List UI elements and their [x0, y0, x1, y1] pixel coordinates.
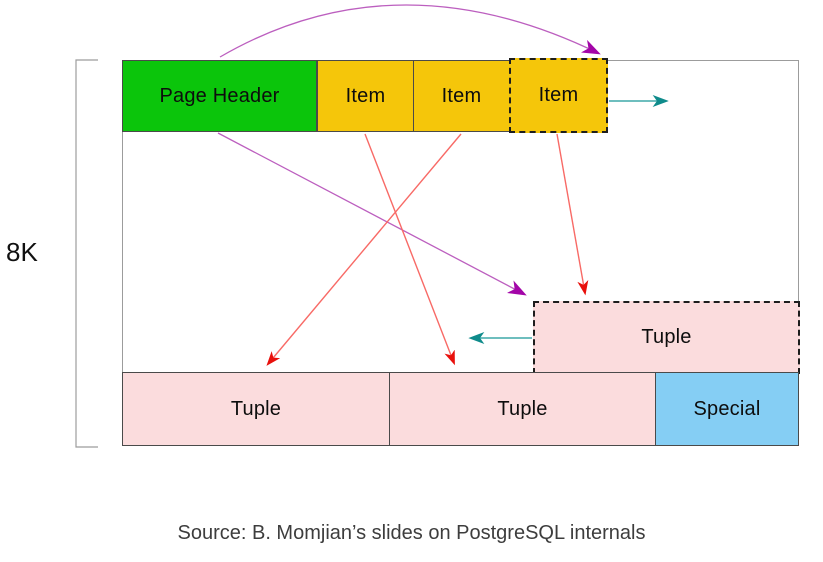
page-header-label: Page Header: [159, 84, 280, 107]
tuple-box-2: Tuple: [389, 372, 656, 446]
tuple-box-1: Tuple: [122, 372, 390, 446]
special-box: Special: [655, 372, 799, 446]
size-bracket: [75, 59, 98, 448]
item-label: Item: [345, 84, 386, 107]
source-caption: Source: B. Momjian’s slides on PostgreSQ…: [177, 522, 646, 544]
arrow-header-to-item3: [219, 4, 601, 58]
page-header-box: Page Header: [122, 60, 317, 132]
page-size-label: 8K: [6, 237, 38, 267]
tuple-label: Tuple: [641, 326, 692, 348]
tuple-label: Tuple: [497, 397, 548, 420]
item-label: Item: [441, 84, 482, 107]
item-box-1: Item: [317, 60, 414, 132]
tuple-label: Tuple: [230, 397, 282, 420]
special-label: Special: [693, 397, 761, 420]
item-box-2: Item: [413, 60, 510, 132]
item-label: Item: [538, 84, 579, 106]
tuple-box-free-dashed: Tuple: [533, 301, 800, 374]
item-box-3-dashed: Item: [509, 58, 608, 133]
